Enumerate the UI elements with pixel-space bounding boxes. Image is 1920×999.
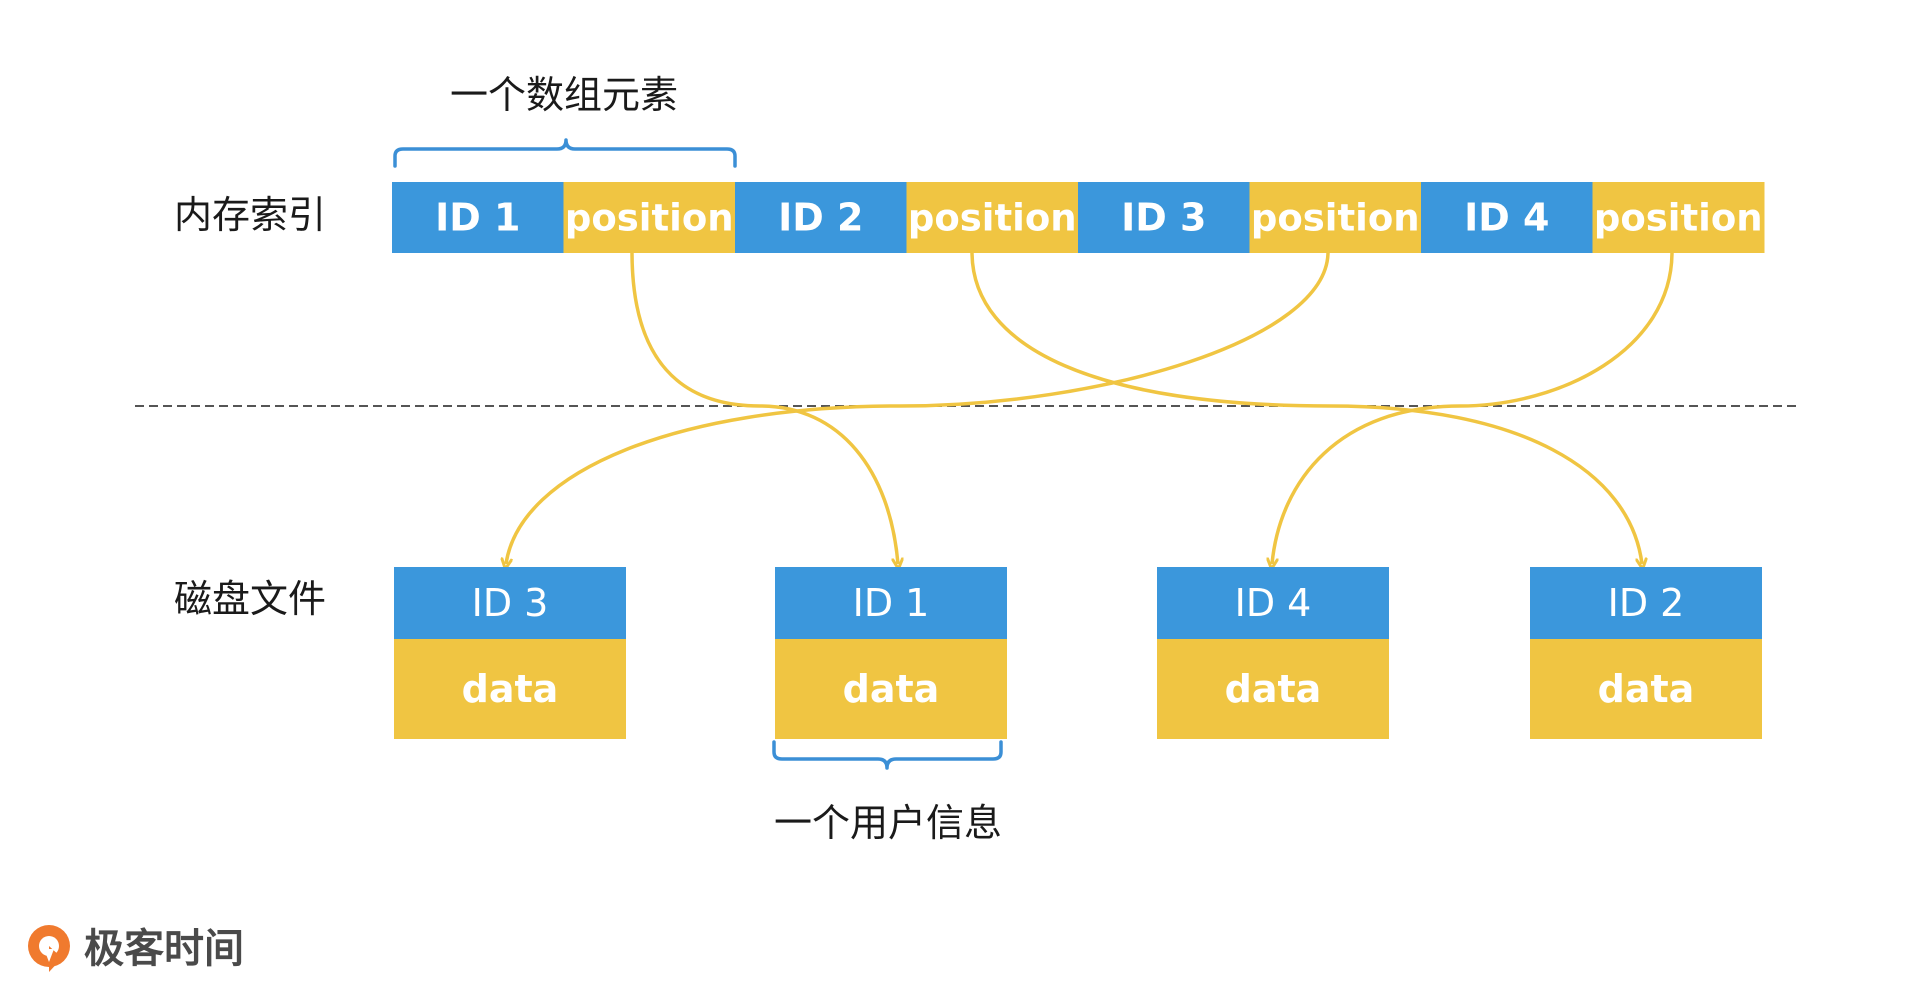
disk-record-data-text: data — [843, 667, 940, 711]
array-element-brace — [393, 138, 737, 168]
disk-record-id-text: ID 3 — [472, 581, 549, 625]
memory-index-label: 内存索引 — [174, 193, 326, 237]
memory-id-cell-bg — [392, 182, 564, 253]
geektime-logo: 极客时间 — [28, 925, 244, 972]
memory-position-text: position — [908, 197, 1077, 240]
memory-position-cell: position — [563, 182, 736, 253]
disk-record-data-bg — [394, 639, 626, 739]
memory-position-text: position — [1594, 197, 1763, 240]
disk-record: ID 4 data — [1157, 567, 1389, 739]
memory-position-cell-bg — [906, 182, 1079, 253]
disk-record-id-bg — [775, 567, 1007, 639]
disk-record-data-text: data — [1598, 667, 1695, 711]
disk-records: ID 3 data ID 1 data ID 4 data ID 2 data — [394, 567, 1762, 739]
memory-id-text: ID 2 — [778, 196, 863, 240]
disk-record-data-bg — [1530, 639, 1762, 739]
geektime-logo-icon — [28, 925, 70, 972]
memory-id-cell: ID 3 — [1078, 182, 1250, 253]
memory-id-text: ID 4 — [1464, 196, 1549, 240]
memory-id-cell: ID 2 — [735, 182, 907, 253]
user-info-label: 一个用户信息 — [774, 801, 1002, 845]
disk-record-id-text: ID 1 — [853, 581, 930, 625]
memory-id-cell: ID 1 — [392, 182, 564, 253]
memory-id-text: ID 3 — [1121, 196, 1206, 240]
memory-index-array: ID 1 position ID 2 position ID 3 position ID 4… — [392, 182, 1765, 253]
memory-id-cell-bg — [1421, 182, 1593, 253]
memory-position-cell: position — [1592, 182, 1765, 253]
memory-position-cell-bg — [1592, 182, 1765, 253]
disk-file-label: 磁盘文件 — [174, 577, 326, 621]
memory-id-cell-bg — [1078, 182, 1250, 253]
memory-position-cell: position — [1249, 182, 1422, 253]
disk-record-data-bg — [775, 639, 1007, 739]
user-info-brace — [772, 740, 1003, 770]
memory-id-cell: ID 4 — [1421, 182, 1593, 253]
disk-record-id-bg — [1530, 567, 1762, 639]
memory-id-cell-bg — [735, 182, 907, 253]
disk-record-id-bg — [394, 567, 626, 639]
memory-position-text: position — [1251, 197, 1420, 240]
disk-record-data-text: data — [1225, 667, 1322, 711]
disk-record: ID 3 data — [394, 567, 626, 739]
geektime-logo-text: 极客时间 — [84, 926, 244, 972]
disk-record-data-bg — [1157, 639, 1389, 739]
disk-record-id-text: ID 2 — [1608, 581, 1685, 625]
arrow-id2-position-to-record — [970, 251, 1642, 564]
disk-record-id-text: ID 4 — [1235, 581, 1312, 625]
disk-record: ID 1 data — [775, 567, 1007, 739]
disk-record-id-bg — [1157, 567, 1389, 639]
memory-position-cell-bg — [1249, 182, 1422, 253]
disk-record-data-text: data — [462, 667, 559, 711]
memory-position-cell-bg — [563, 182, 736, 253]
array-element-label: 一个数组元素 — [450, 73, 678, 117]
memory-id-text: ID 1 — [435, 196, 520, 240]
memory-position-cell: position — [906, 182, 1079, 253]
arrow-id1-position-to-record — [630, 251, 898, 564]
arrow-id3-position-to-record — [506, 251, 1330, 564]
disk-record: ID 2 data — [1530, 567, 1762, 739]
arrow-id4-position-to-record — [1272, 251, 1674, 564]
memory-position-text: position — [565, 197, 734, 240]
